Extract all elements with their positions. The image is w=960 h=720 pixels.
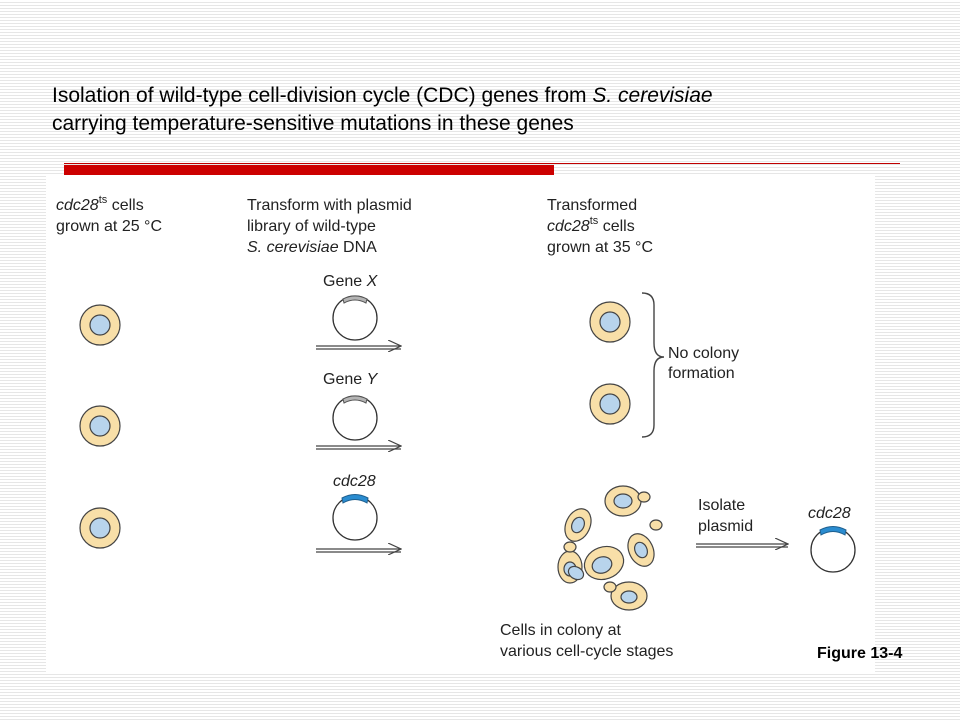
grouping-brace [641,292,665,438]
title-line-1: Isolation of wild-type cell-division cyc… [52,82,932,110]
col2-label-line2: library of wild-type [247,218,376,235]
no-colony-line1: No colony [668,345,739,362]
isolate-line2: plasmid [698,518,753,535]
figure-label: Figure 13-4 [817,645,903,662]
colony-cell [567,565,585,581]
title-rule-thin [64,163,900,164]
colony-cell [603,581,648,611]
colony-cell [564,508,592,542]
cdc28-insert [341,494,369,504]
transformed-cell [589,383,631,425]
title-line-2: carrying temperature-sensitive mutations… [52,112,574,135]
col1-label-line1: cdc28ts cells [56,194,144,214]
isolate-line1: Isolate [698,497,745,514]
isolated-plasmid-label: cdc28 [808,505,851,522]
plasmid-label-gene-y: Gene Y [323,371,379,388]
gene-x-insert [342,295,368,304]
plasmid-label-gene-x: Gene X [323,273,379,290]
gene-y-insert [342,395,368,404]
slide-title: Isolation of wild-type cell-division cyc… [52,82,932,138]
colony-cell [583,545,625,581]
isolated-cdc28-insert [819,526,847,536]
title-prefix: Isolation of wild-type cell-division cyc… [52,84,593,107]
colony-caption-line2: various cell-cycle stages [500,643,673,660]
colony-cell [627,519,663,567]
colony [557,485,663,611]
colony-cell [604,485,651,517]
col3-label-line3: grown at 35 °C [547,239,653,256]
col1-label-line2: grown at 25 °C [56,218,162,235]
colony-caption-line1: Cells in colony at [500,622,622,639]
cdc-gene-isolation-diagram: cdc28ts cells grown at 25 °C Transform w… [56,194,856,660]
plasmid-cdc28 [332,495,378,541]
col3-label-line1: Transformed [547,197,637,214]
plasmid-label-cdc28: cdc28 [333,473,376,490]
figure-panel: cdc28ts cells grown at 25 °C Transform w… [46,175,875,673]
no-colony-line2: formation [668,365,735,382]
plasmid-gene-x [332,295,378,341]
ts-cell [79,507,121,549]
transformed-cell [589,301,631,343]
isolated-plasmid [810,527,856,573]
plasmid-gene-y [332,395,378,441]
ts-cell [79,304,121,346]
col2-label-line3: S. cerevisiae DNA [247,239,377,256]
title-species: S. cerevisiae [592,84,713,107]
col3-label-line2: cdc28ts cells [547,215,635,235]
col2-label-line1: Transform with plasmid [247,197,412,214]
title-rule-thick [64,165,554,175]
ts-cell [79,405,121,447]
